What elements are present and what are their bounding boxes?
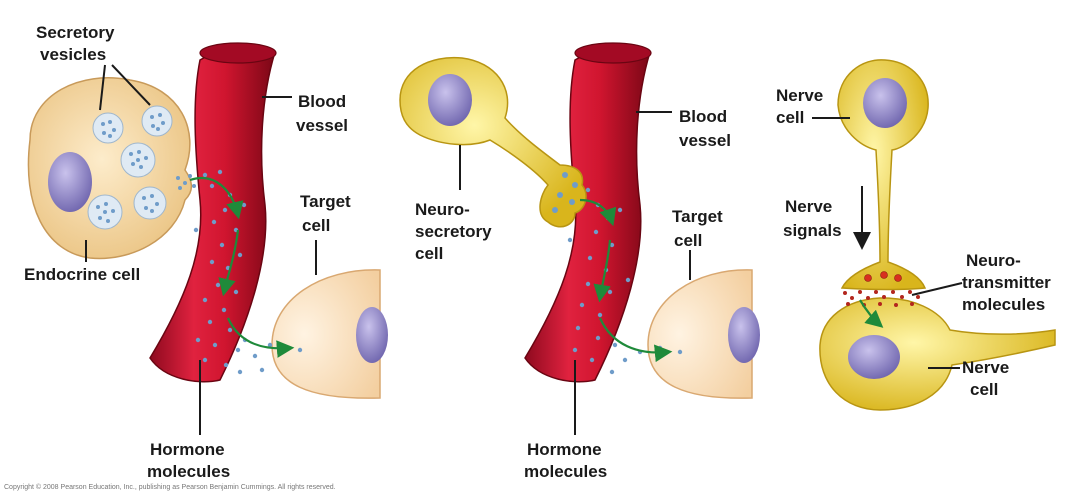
nerve-cell-bottom: [819, 297, 1056, 411]
neurosecretory-cell: [399, 56, 587, 228]
flow-arrow-5: [593, 239, 612, 303]
target-cell-nucleus: [356, 307, 388, 363]
label-nerve-cell-top: Nerve cell: [776, 86, 828, 127]
hormone-molecules-dots: [193, 169, 303, 375]
label-endocrine-cell: Endocrine cell: [24, 265, 140, 284]
nerve-nucleus-bottom: [848, 335, 900, 379]
label-hormone-molecules-2: Hormone molecules: [524, 440, 607, 481]
label-nerve-signals: Nerve signals: [783, 197, 842, 240]
label-target-cell-2: Target cell: [672, 207, 727, 250]
label-secretory-vesicles: Secretory vesicles: [36, 23, 119, 64]
label-hormone-molecules: Hormone molecules: [147, 440, 230, 481]
leader-vesicles: [99, 64, 151, 111]
vessel-opening: [199, 42, 277, 64]
label-neurosecretory-cell: Neuro- secretory cell: [415, 200, 496, 263]
neuroendocrine-panel: Blood vessel Target cell Neuro- secretor…: [399, 42, 760, 481]
label-nerve-cell-bottom: Nerve cell: [962, 358, 1014, 399]
label-blood-vessel: Blood vessel: [296, 92, 351, 135]
nerve-cell-top: [837, 59, 929, 291]
endocrine-panel: Secretory vesicles Blood vessel Target c…: [24, 23, 388, 481]
secretion-pocket: [176, 174, 196, 190]
label-blood-vessel-2: Blood vessel: [679, 107, 732, 150]
label-target-cell: Target cell: [300, 192, 355, 235]
endocrine-nucleus: [48, 152, 92, 212]
target-cell-nucleus-2: [728, 307, 760, 363]
vesicle-granules: [96, 113, 165, 223]
flow-arrow-7: [859, 299, 884, 328]
neurosecretory-nucleus: [428, 74, 472, 126]
flow-arrow-1: [189, 177, 244, 220]
secretory-vesicles-group: [87, 105, 173, 230]
vessel-opening-2: [574, 42, 652, 64]
endocrine-cell: [27, 77, 196, 260]
synaptic-vesicles: [864, 271, 902, 282]
target-cell-shape-2: [647, 269, 753, 399]
leader-neurotransmitter: [911, 282, 963, 296]
flow-arrow-4: [579, 198, 617, 227]
label-neurotransmitter: Neuro- transmitter molecules: [962, 251, 1056, 314]
nerve-nucleus-top: [863, 78, 907, 128]
flow-arrow-2: [218, 229, 240, 297]
flow-arrow-6: [598, 317, 673, 363]
neurotransmitter-dots: [843, 290, 920, 307]
flow-arrow-3: [226, 317, 295, 358]
copyright-credit: Copyright © 2008 Pearson Education, Inc.…: [4, 483, 336, 491]
synaptic-panel: Nerve cell Nerve signals Neuro- transmit…: [776, 59, 1056, 411]
blood-vessel: [149, 45, 276, 383]
neurosecretory-vesicles: [552, 172, 578, 213]
